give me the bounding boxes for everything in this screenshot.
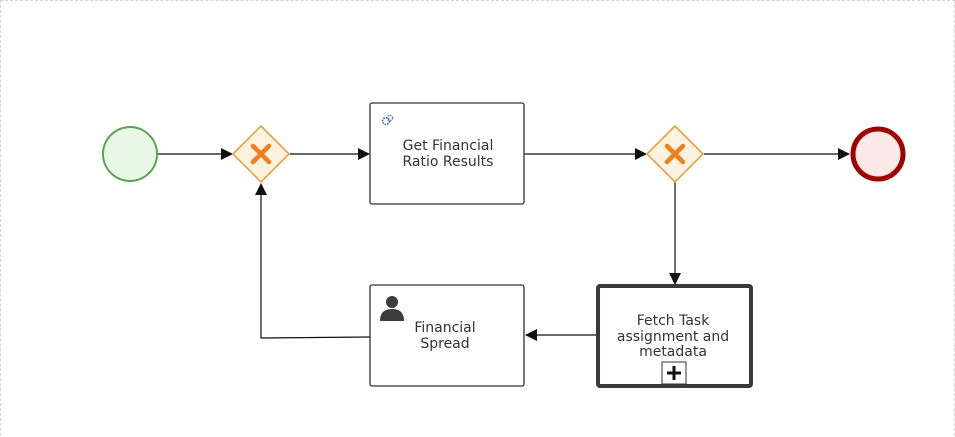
exclusive-gateway-1[interactable] xyxy=(231,124,291,184)
subprocess-expand-plus-icon[interactable] xyxy=(661,361,687,385)
task-label-line2: Ratio Results xyxy=(403,154,494,170)
exclusive-gateway-x-icon xyxy=(664,143,686,165)
user-task-person-icon xyxy=(380,296,404,321)
subprocess-label-line2: assignment and xyxy=(617,329,729,345)
flow-financial-spread-to-gateway1[interactable] xyxy=(255,183,371,339)
task-label-line1: Financial xyxy=(414,320,475,336)
exclusive-gateway-x-icon xyxy=(250,143,272,165)
task-label-line2: Spread xyxy=(420,336,469,352)
subprocess-label-line1: Fetch Task xyxy=(637,313,711,329)
subprocess-label-line3: metadata xyxy=(639,344,707,360)
task-label-line1: Get Financial xyxy=(403,138,494,154)
exclusive-gateway-2[interactable] xyxy=(645,124,705,184)
task-financial-spread[interactable]: Financial Spread xyxy=(369,284,525,387)
sequence-flows xyxy=(157,148,850,341)
service-task-gears-icon xyxy=(381,114,394,126)
end-event[interactable] xyxy=(850,126,906,182)
subprocess-fetch-task-assignment[interactable]: Fetch Task assignment and metadata xyxy=(596,284,753,388)
start-event[interactable] xyxy=(102,126,158,182)
task-get-financial-ratio-results[interactable]: Get Financial Ratio Results xyxy=(369,102,525,205)
